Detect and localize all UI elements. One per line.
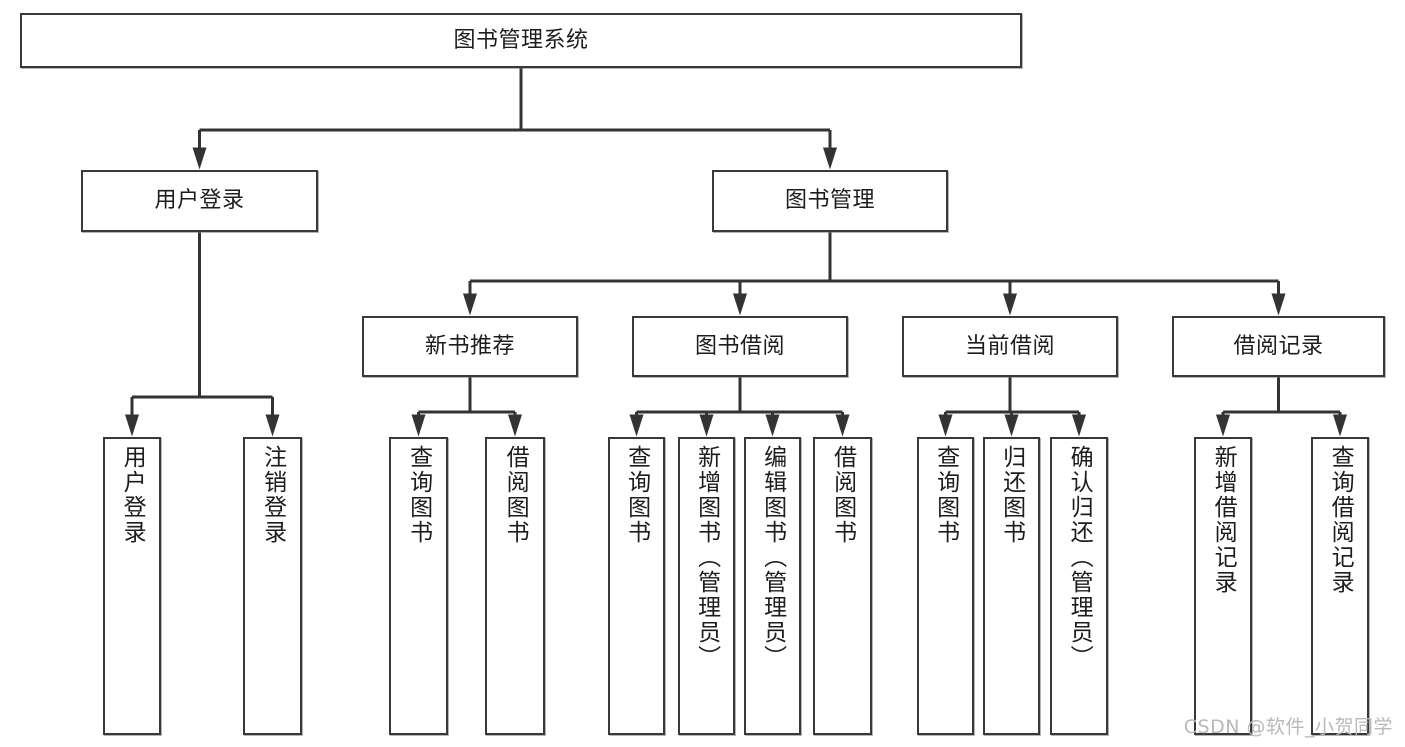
connector-arrowhead: [1004, 414, 1019, 437]
node-label-leaf-11: 确认归还（管理员）: [1066, 445, 1093, 670]
connector-arrowhead: [1333, 414, 1347, 437]
connector-arrowhead: [508, 414, 522, 437]
node-label-leaf-9: 查询图书: [932, 445, 959, 545]
node-label-leaf-7: 编辑图书（管理员）: [759, 445, 786, 670]
node-box-leaf-4[interactable]: 借阅图书: [485, 437, 545, 735]
connector-arrowhead: [411, 414, 426, 437]
node-label-leaf-2: 注销登录: [259, 445, 286, 545]
node-box-leaf-7[interactable]: 编辑图书（管理员）: [744, 437, 801, 735]
node-label-leaf-12: 新增借阅记录: [1210, 445, 1237, 595]
node-box-leaf-2[interactable]: 注销登录: [243, 437, 302, 735]
connector-arrowhead: [733, 293, 747, 316]
connector-arrowhead: [823, 147, 837, 170]
node-label-leaf-4: 借阅图书: [502, 445, 529, 545]
node-label-leaf-5: 查询图书: [623, 445, 650, 545]
connector-arrowhead: [1216, 414, 1230, 437]
connector-arrowhead: [1003, 293, 1017, 316]
node-box-l3-1[interactable]: 新书推荐: [362, 316, 578, 377]
node-label-leaf-10: 归还图书: [998, 445, 1025, 545]
connector-arrowhead: [765, 414, 780, 437]
node-box-leaf-10[interactable]: 归还图书: [983, 437, 1040, 735]
node-box-l3-3[interactable]: 当前借阅: [902, 316, 1118, 377]
node-box-leaf-8[interactable]: 借阅图书: [813, 437, 872, 735]
connector-arrowhead: [192, 147, 207, 170]
connector-arrowhead: [835, 414, 850, 437]
node-label-leaf-3: 查询图书: [405, 445, 432, 545]
node-label-leaf-8: 借阅图书: [829, 445, 856, 545]
watermark-label: CSDN @软件_小贺同学: [1183, 716, 1393, 738]
connector-arrowhead: [125, 414, 139, 437]
node-box-leaf-9[interactable]: 查询图书: [917, 437, 974, 735]
node-box-leaf-13[interactable]: 查询借阅记录: [1311, 437, 1369, 735]
connector-arrowhead: [629, 414, 644, 437]
node-box-l2-1[interactable]: 用户登录: [81, 170, 318, 232]
node-label-l3-4: 借阅记录: [1233, 333, 1324, 359]
node-label-leaf-1: 用户登录: [119, 445, 146, 545]
node-label-l2-1: 用户登录: [154, 188, 245, 214]
connector-arrowhead: [1072, 414, 1086, 437]
node-box-leaf-5[interactable]: 查询图书: [608, 437, 665, 735]
node-label-leaf-6: 新增图书（管理员）: [693, 445, 720, 670]
connector-arrowhead: [938, 414, 953, 437]
node-box-leaf-1[interactable]: 用户登录: [103, 437, 161, 735]
node-label-root: 图书管理系统: [453, 27, 589, 53]
connector-arrowhead: [1271, 293, 1286, 316]
node-label-l3-2: 图书借阅: [694, 333, 785, 359]
connector-arrowhead: [463, 293, 477, 316]
node-label-l3-3: 当前借阅: [964, 333, 1055, 359]
connector-arrowhead: [699, 414, 714, 437]
node-box-leaf-12[interactable]: 新增借阅记录: [1194, 437, 1252, 735]
node-label-l3-1: 新书推荐: [424, 333, 515, 359]
node-box-l3-2[interactable]: 图书借阅: [632, 316, 848, 377]
node-label-leaf-13: 查询借阅记录: [1327, 445, 1354, 595]
node-box-leaf-3[interactable]: 查询图书: [389, 437, 448, 735]
node-box-l2-2[interactable]: 图书管理: [712, 170, 948, 232]
connector-arrowhead: [265, 414, 280, 437]
node-box-leaf-11[interactable]: 确认归还（管理员）: [1050, 437, 1108, 735]
node-label-l2-2: 图书管理: [784, 188, 875, 214]
node-box-l3-4[interactable]: 借阅记录: [1172, 316, 1385, 377]
node-box-root[interactable]: 图书管理系统: [20, 13, 1022, 68]
node-box-leaf-6[interactable]: 新增图书（管理员）: [678, 437, 735, 735]
